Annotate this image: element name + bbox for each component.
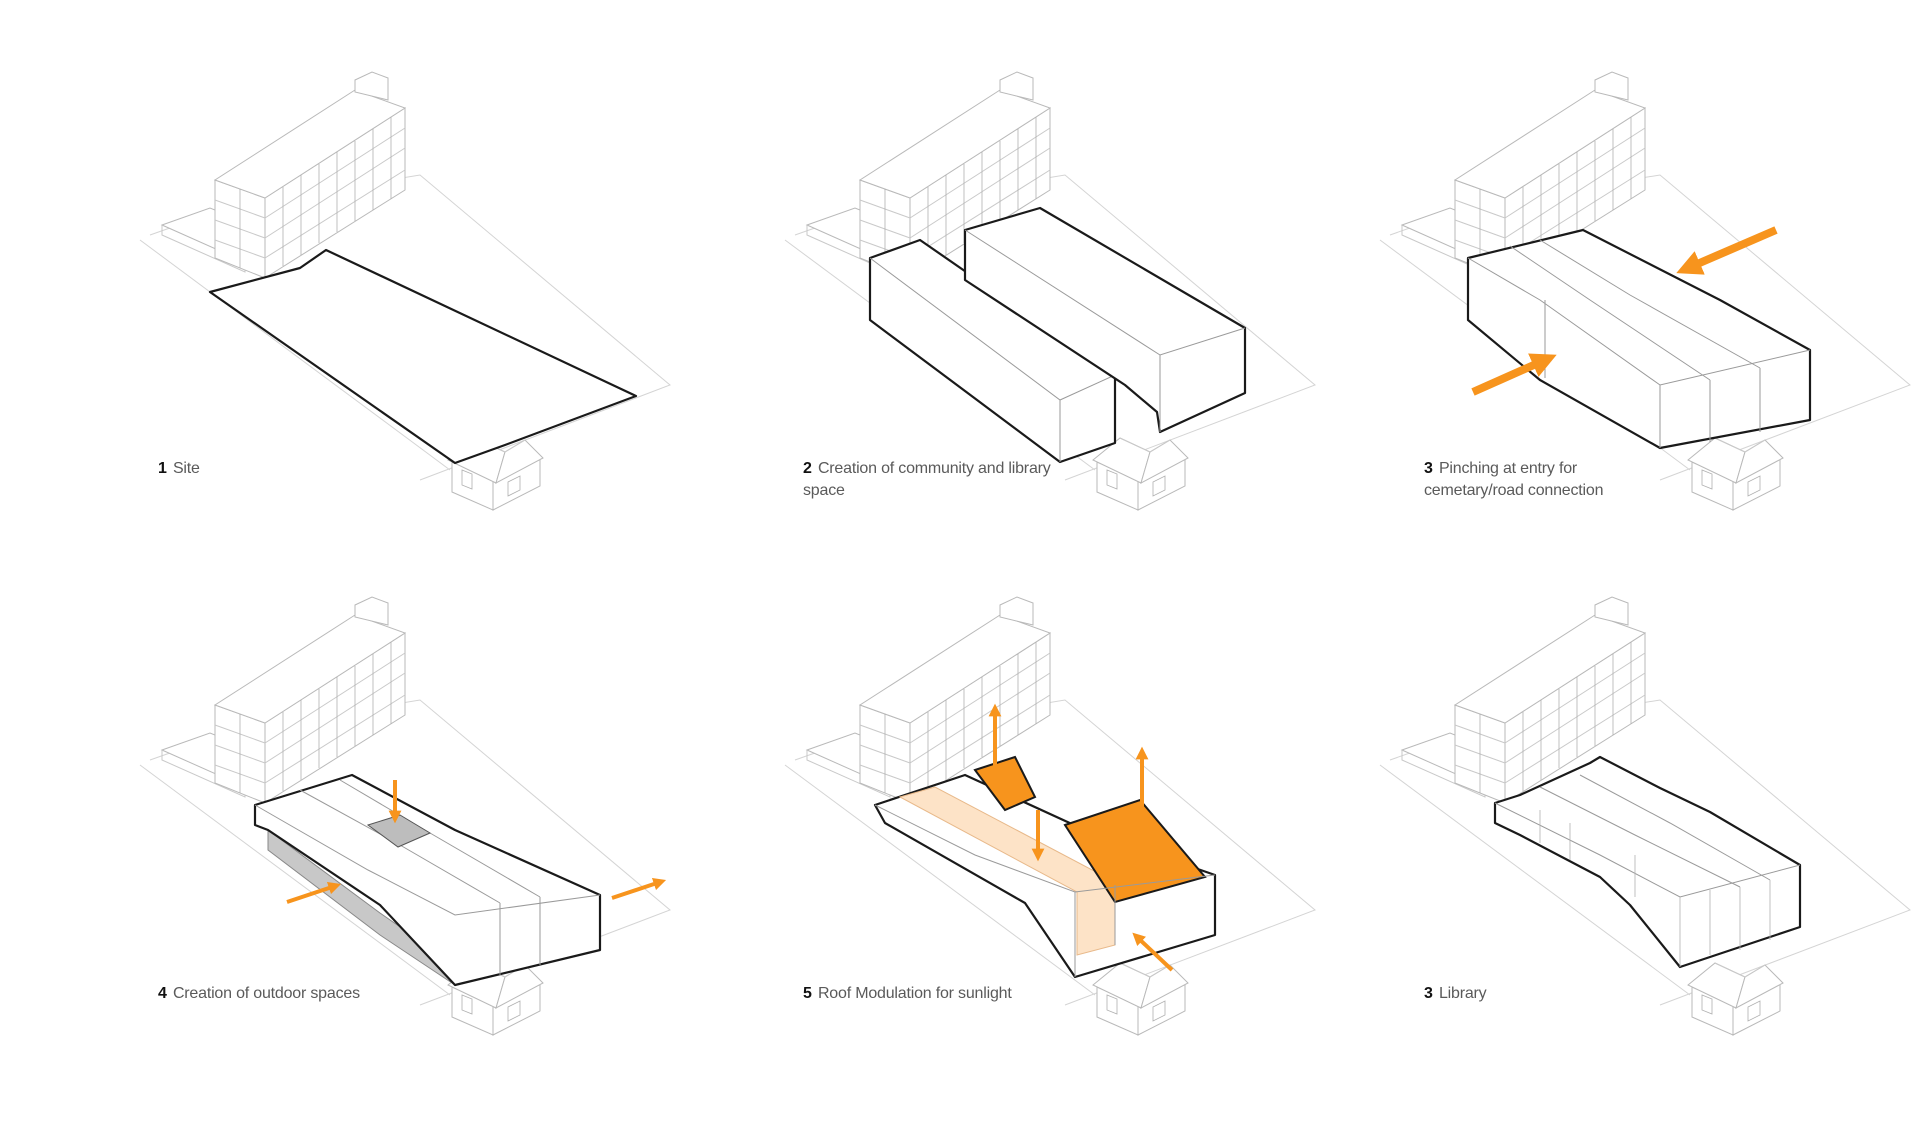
step-3-text-line2: cemetary/road connection — [1424, 482, 1604, 499]
entry-arrow-left — [1471, 353, 1557, 396]
raised-roof-front — [973, 755, 1037, 812]
panel-2-volumes — [784, 71, 1316, 511]
step-4-text: Creation of outdoor spaces — [172, 985, 360, 1002]
caption-step-6: 3 Library — [1424, 983, 1487, 1005]
library-outline — [1493, 755, 1802, 969]
caption-step-1: 1 Site — [158, 458, 200, 480]
sun-arrow-corridor — [1132, 932, 1174, 972]
site-outline — [208, 248, 638, 465]
step-3-text: Pinching at entry for — [1438, 460, 1578, 477]
panel-5-roof — [784, 596, 1316, 1036]
outdoor-arrow-right — [611, 877, 667, 900]
step-5-text: Roof Modulation for sunlight — [817, 985, 1012, 1002]
step-6-number: 3 — [1424, 985, 1433, 1002]
step-3-number: 3 — [1424, 460, 1433, 477]
raised-roof-back — [1063, 798, 1207, 904]
step-2-text-line2: space — [803, 482, 845, 499]
pinched-volume — [1466, 228, 1812, 450]
caption-step-4: 4 Creation of outdoor spaces — [158, 983, 360, 1005]
panel-4-outdoor — [139, 596, 671, 1036]
community-volume — [868, 238, 1117, 464]
step-6-text: Library — [1438, 985, 1487, 1002]
entry-arrow-right — [1676, 226, 1778, 275]
caption-step-2: 2 Creation of community and library spac… — [803, 458, 1051, 502]
caption-step-5: 5 Roof Modulation for sunlight — [803, 983, 1012, 1005]
caption-step-3: 3 Pinching at entry for cemetary/road co… — [1424, 458, 1604, 502]
step-4-number: 4 — [158, 985, 167, 1002]
panel-1-site — [139, 71, 671, 511]
step-2-text: Creation of community and library — [817, 460, 1051, 477]
outdoor-volume — [253, 773, 602, 987]
panel-3-pinching — [1379, 71, 1911, 511]
panel-6-library — [1379, 596, 1911, 1036]
outdoor-arrow-left — [286, 881, 342, 904]
step-2-number: 2 — [803, 460, 812, 477]
step-1-text: Site — [172, 460, 200, 477]
step-5-number: 5 — [803, 985, 812, 1002]
step-1-number: 1 — [158, 460, 167, 477]
